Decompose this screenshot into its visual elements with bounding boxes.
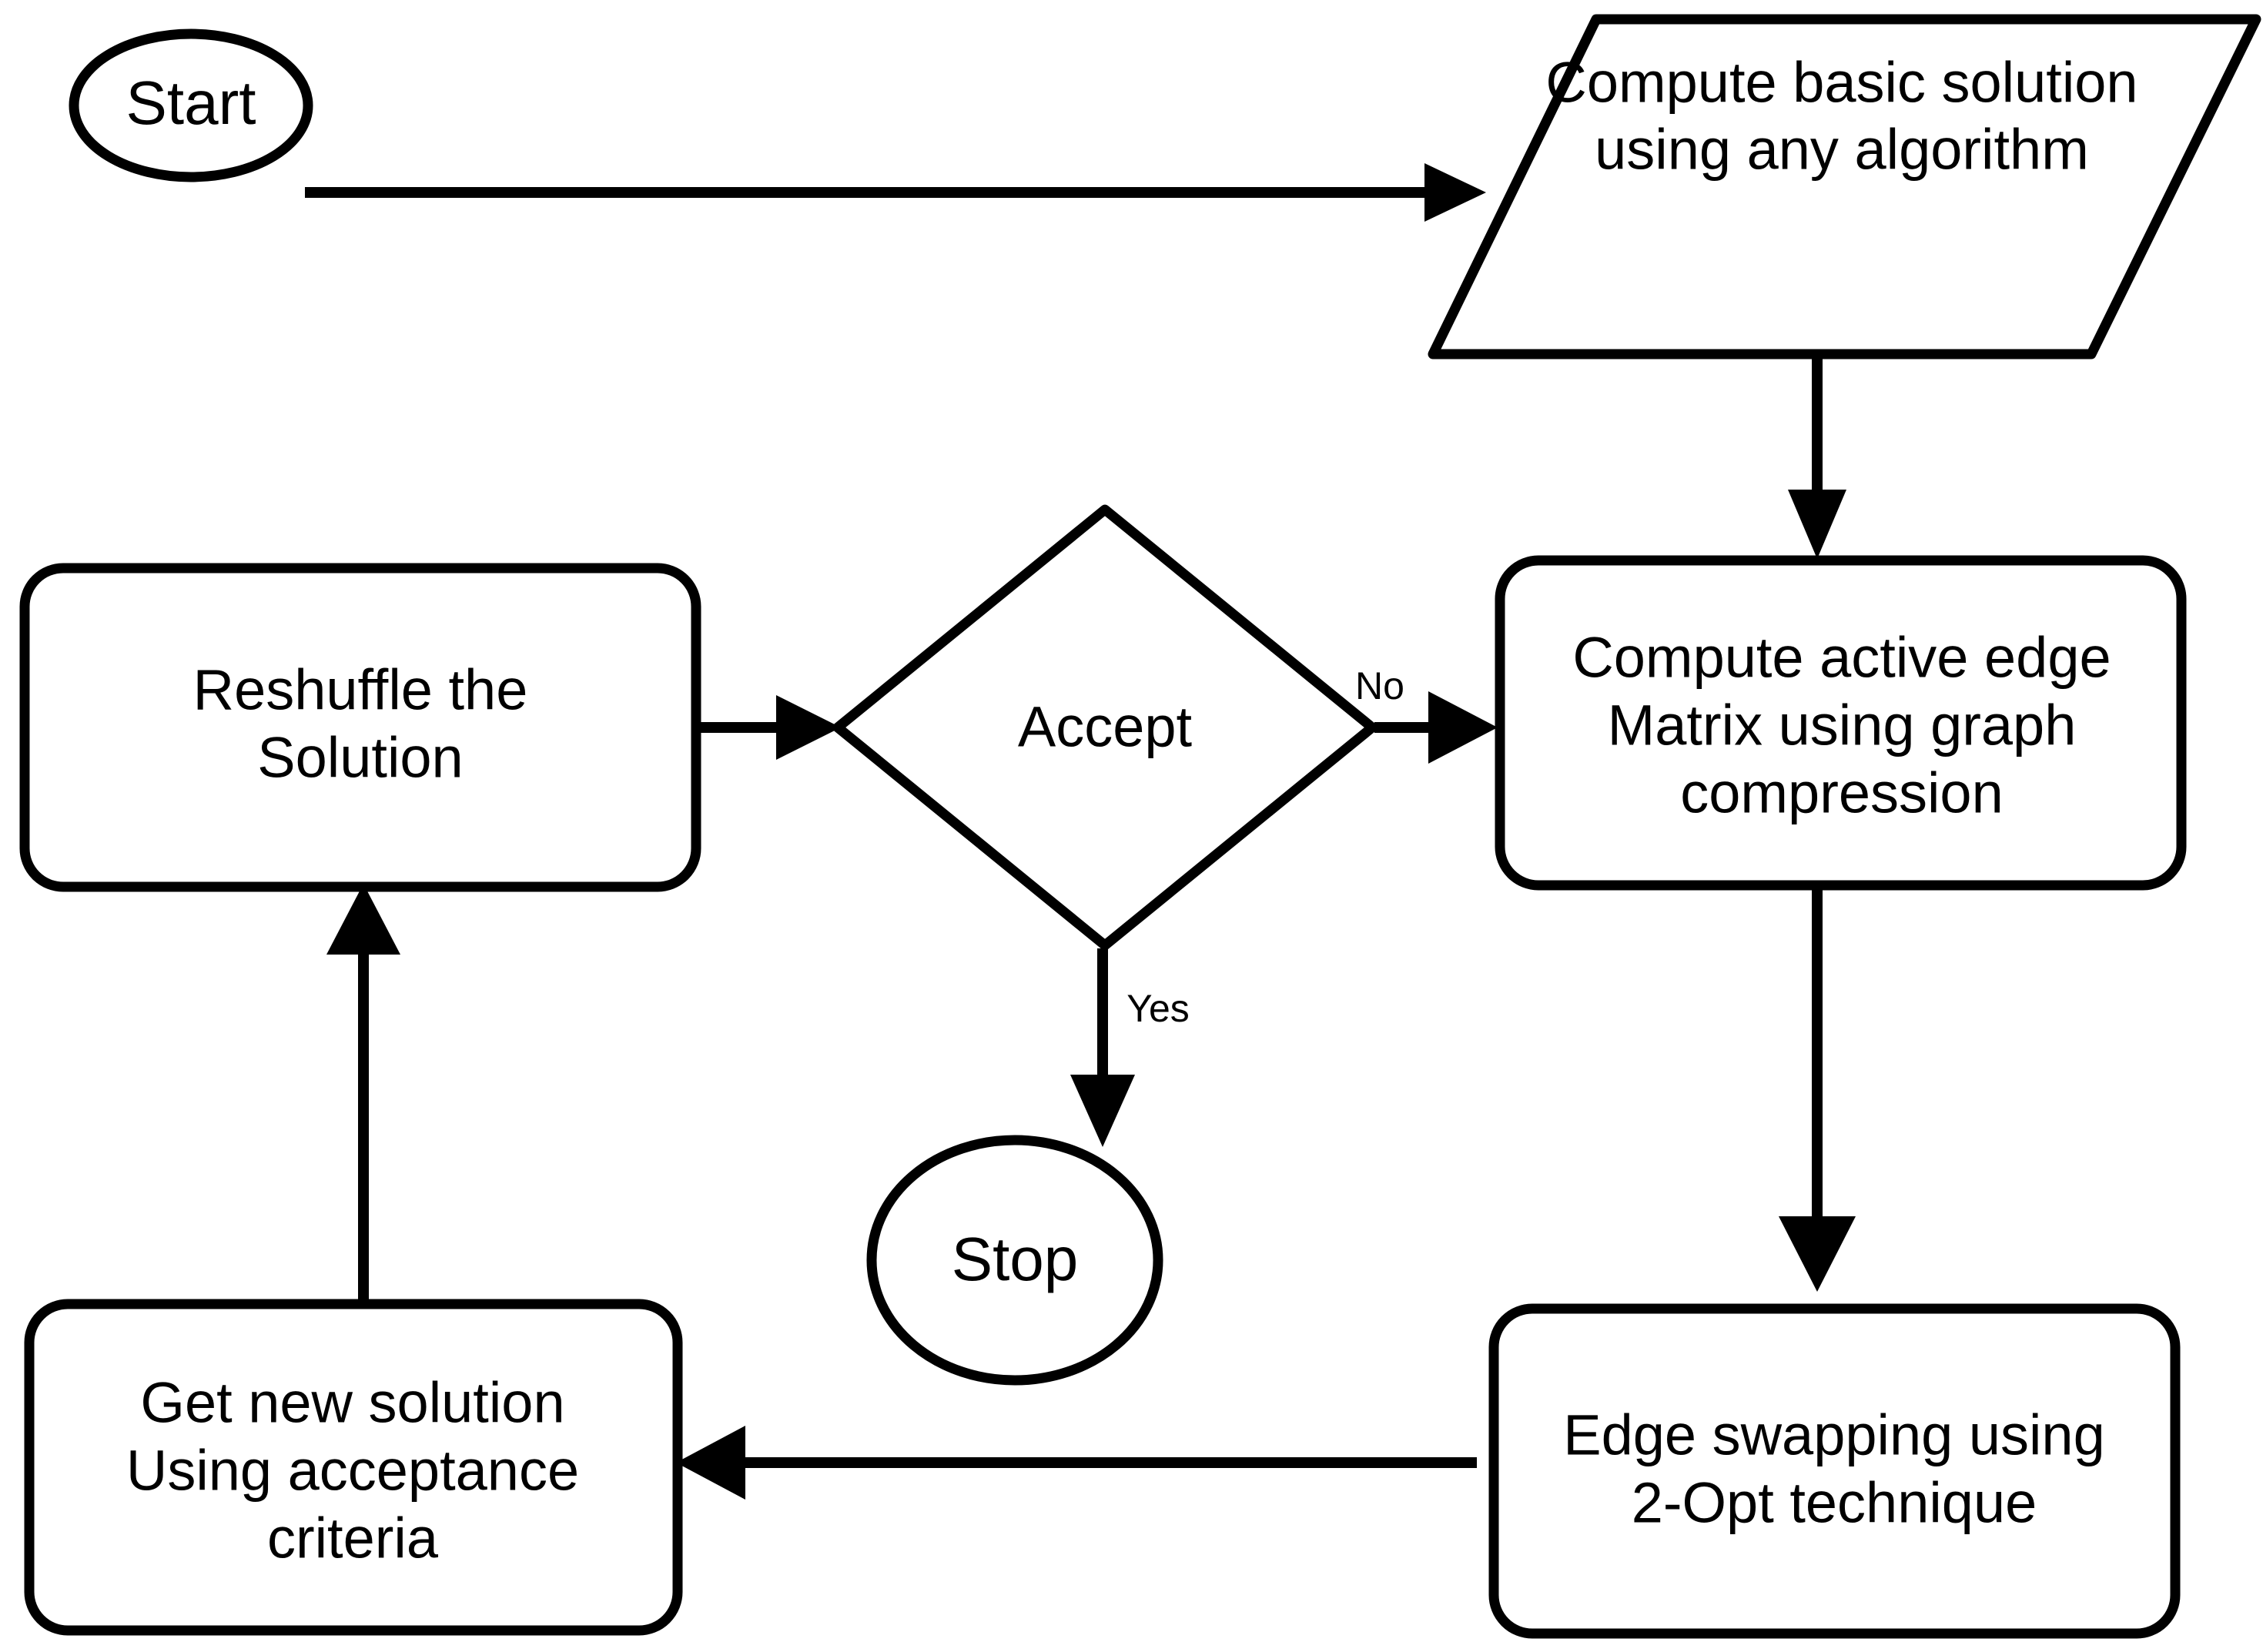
compute-basic-solution-line1: Compute basic solution	[1545, 51, 2137, 115]
get-new-solution-line1: Get new solution	[140, 1371, 564, 1435]
node-stop[interactable]: Stop	[866, 1135, 1163, 1386]
edge-reshuffle-to-accept	[699, 695, 841, 760]
edge-swapping-line2: 2-Opt technique	[1632, 1471, 2037, 1535]
arrowhead-accept-no-to-matrix	[1428, 691, 1498, 764]
edge-label-yes: Yes	[1126, 987, 1190, 1030]
edge-compute-basic-to-matrix	[1788, 354, 1846, 559]
stop-ellipse[interactable]	[866, 1135, 1163, 1386]
accept-diamond[interactable]	[832, 504, 1378, 951]
node-compute-active-edge-matrix[interactable]: Compute active edge Matrix using graph c…	[1495, 555, 2187, 891]
compute-active-edge-matrix-box[interactable]	[1495, 555, 2187, 891]
accept-label: Accept	[1018, 695, 1193, 759]
reshuffle-solution-line1: Reshuffle the	[193, 658, 528, 722]
edge-matrix-to-edge-swapping	[1779, 885, 1856, 1292]
arrowhead-get-new-to-reshuffle	[326, 884, 400, 955]
node-compute-basic-solution[interactable]: Compute basic solution using any algorit…	[1428, 14, 2261, 359]
edge-swapping-line1: Edge swapping using	[1563, 1403, 2105, 1467]
edge-start-to-compute-basic	[305, 163, 1486, 222]
node-reshuffle-solution[interactable]: Reshuffle the Solution	[19, 563, 701, 892]
compute-active-edge-matrix-line2: Matrix using graph	[1608, 694, 2077, 757]
edge-get-new-to-reshuffle	[326, 884, 400, 1309]
edge-swapping-box[interactable]	[1488, 1303, 2181, 1639]
get-new-solution-line2: Using acceptance	[126, 1439, 579, 1503]
compute-active-edge-matrix-line3: compression	[1680, 761, 2004, 825]
edge-accept-yes-to-stop	[1070, 948, 1135, 1147]
start-ellipse[interactable]	[69, 28, 313, 182]
edge-label-no: No	[1355, 664, 1404, 707]
reshuffle-solution-box[interactable]	[19, 563, 701, 892]
compute-basic-solution-line2: using any algorithm	[1595, 118, 2089, 182]
node-get-new-solution[interactable]: Get new solution Using acceptance criter…	[24, 1299, 683, 1636]
node-start[interactable]: Start	[69, 28, 313, 182]
compute-active-edge-matrix-line1: Compute active edge	[1572, 626, 2111, 690]
node-accept-decision[interactable]: Accept	[832, 504, 1378, 951]
start-label: Start	[126, 69, 256, 137]
arrowhead-compute-basic-to-matrix	[1788, 490, 1846, 559]
compute-basic-solution-parallelogram[interactable]	[1428, 14, 2261, 359]
reshuffle-solution-line2: Solution	[257, 726, 463, 790]
arrowhead-matrix-to-edge-swapping	[1779, 1216, 1856, 1292]
node-edge-swapping[interactable]: Edge swapping using 2-Opt technique	[1488, 1303, 2181, 1639]
arrowhead-edge-swapping-to-get-new	[676, 1426, 745, 1500]
arrowhead-start-to-compute-basic	[1424, 163, 1486, 222]
edge-accept-no-to-matrix	[1374, 691, 1498, 764]
edge-edge-swapping-to-get-new	[676, 1426, 1477, 1500]
get-new-solution-box[interactable]	[24, 1299, 683, 1636]
arrowhead-accept-yes-to-stop	[1070, 1075, 1135, 1147]
get-new-solution-line3: criteria	[267, 1507, 439, 1570]
arrowhead-reshuffle-to-accept	[776, 695, 841, 760]
stop-label: Stop	[952, 1225, 1079, 1293]
